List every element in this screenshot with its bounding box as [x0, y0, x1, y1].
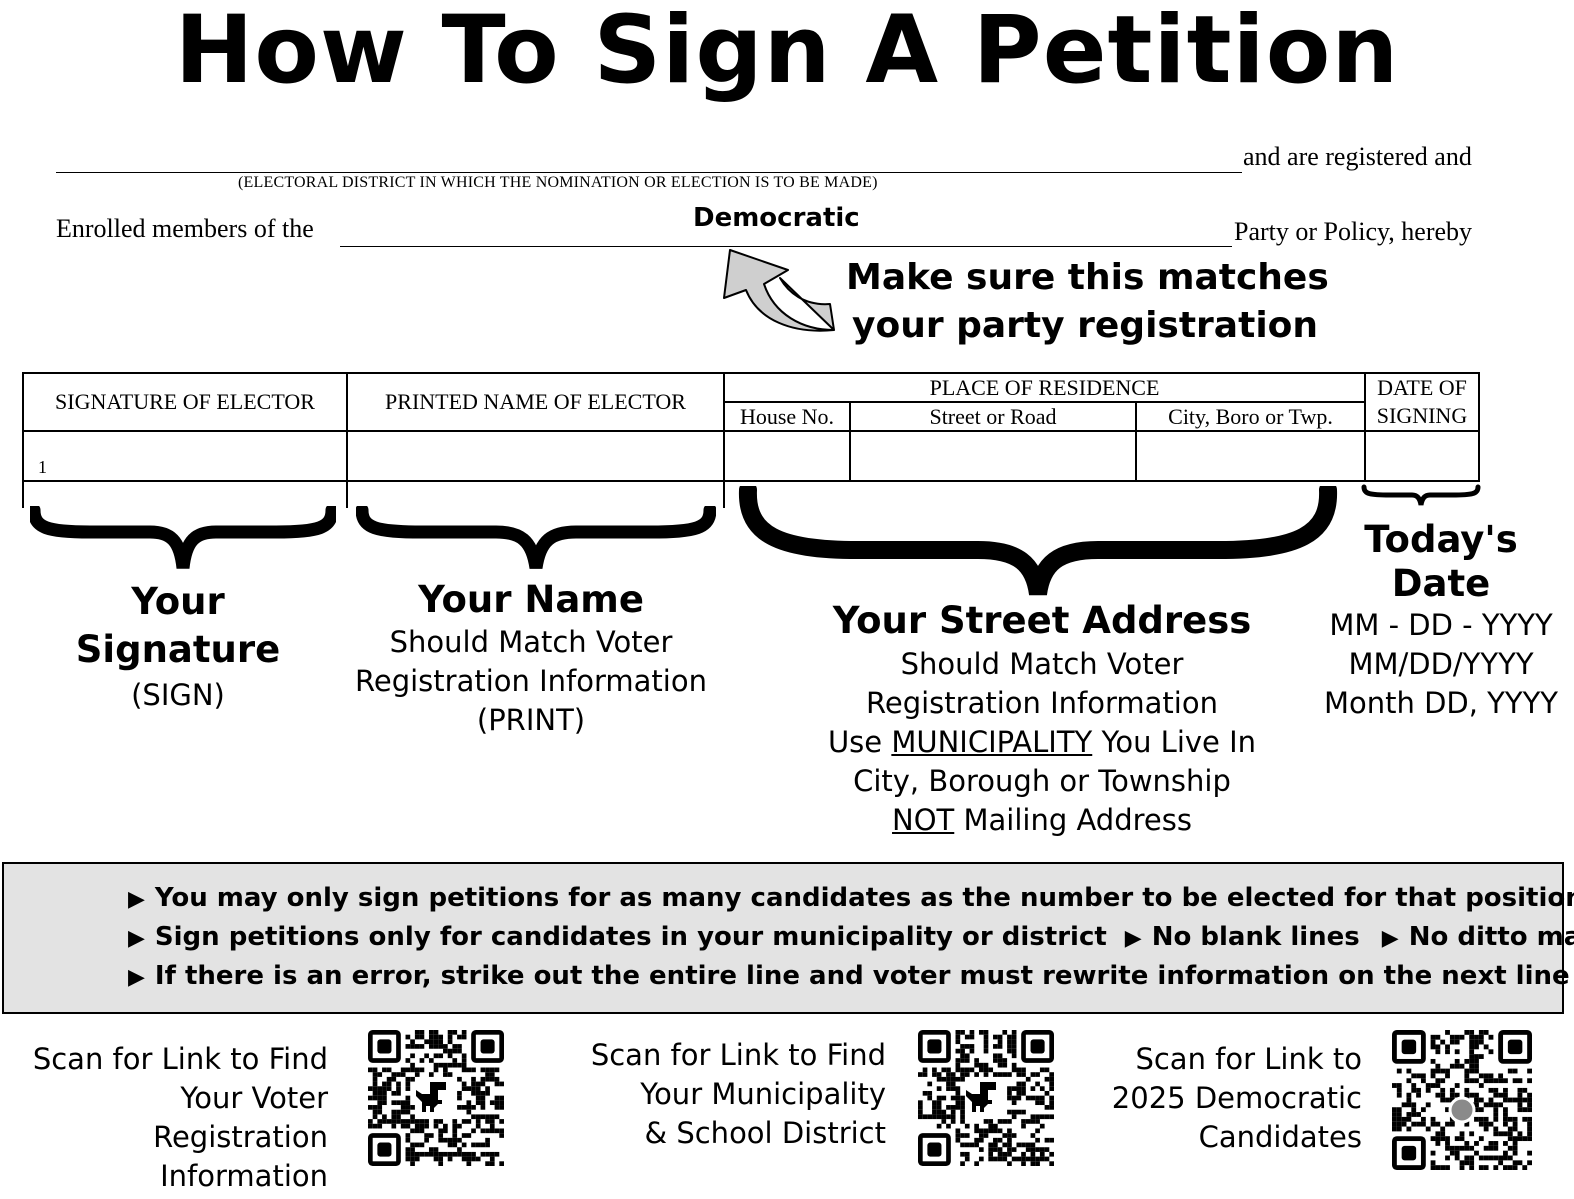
district-caption: (ELECTORAL DISTRICT IN WHICH THE NOMINAT…	[238, 174, 878, 191]
cell-printed-name[interactable]	[346, 430, 725, 482]
scan-candidates-text: Scan for Link to 2025 Democratic Candida…	[1080, 1040, 1362, 1157]
scan-voter-line1: Scan for Link to Find	[32, 1042, 328, 1076]
caption-date-fmt3: Month DD, YYYY	[1323, 686, 1559, 720]
scan-municipality-line2: Your Municipality	[640, 1077, 886, 1111]
scan-candidates-line3: Candidates	[1198, 1120, 1362, 1154]
brace-icon	[30, 506, 336, 569]
brace-icon	[738, 486, 1338, 596]
header-date-line1: DATE OF	[1377, 375, 1467, 400]
party-line	[340, 246, 1232, 247]
caption-date-fmt2: MM/DD/YYYY	[1348, 647, 1534, 681]
scan-voter-text: Scan for Link to Find Your Voter Registr…	[0, 1040, 328, 1196]
triangle-bullet-icon: ▶	[1381, 926, 1399, 951]
caption-address-head: Your Street Address	[832, 599, 1252, 642]
caption-address-live-in: You Live In	[1092, 725, 1257, 759]
caption-address-line1: Should Match Voter	[900, 647, 1184, 681]
rule-3: ▶ If there is an error, strike out the en…	[128, 960, 1570, 994]
triangle-bullet-icon: ▶	[128, 926, 145, 951]
caption-signature-head1: Your	[131, 580, 225, 623]
caption-address: Your Street Address Should Match Voter R…	[800, 597, 1284, 840]
arrow-icon	[723, 249, 835, 332]
caption-name-line2: Registration Information	[355, 664, 707, 698]
logo-icon	[1448, 1096, 1476, 1124]
caption-date-fmt1: MM - DD - YYYY	[1329, 608, 1553, 642]
qr-code-icon[interactable]	[368, 1030, 504, 1166]
rule-1: ▶ You may only sign petitions for as many…	[128, 882, 1574, 916]
rule-2b-text: No blank lines	[1151, 922, 1360, 952]
cell-street[interactable]	[849, 430, 1137, 482]
header-printed-name: PRINTED NAME OF ELECTOR	[346, 372, 725, 432]
header-signature: SIGNATURE OF ELECTOR	[22, 372, 348, 432]
registered-text: and are registered and	[1243, 142, 1472, 171]
row-tick-3	[723, 482, 725, 508]
caption-address-municipality: MUNICIPALITY	[891, 725, 1093, 759]
party-note-line2: your party registration	[852, 305, 1319, 346]
rule-2: ▶ Sign petitions only for candidates in y…	[128, 921, 1574, 955]
caption-date-head2: Date	[1391, 562, 1491, 605]
brace-icon	[1361, 484, 1481, 506]
petition-table: SIGNATURE OF ELECTOR PRINTED NAME OF ELE…	[22, 372, 1480, 482]
triangle-bullet-icon: ▶	[1124, 926, 1142, 951]
cell-house[interactable]	[723, 430, 851, 482]
party-value: Democratic	[693, 203, 860, 233]
scan-municipality-text: Scan for Link to Find Your Municipality …	[560, 1036, 886, 1153]
cell-date[interactable]	[1364, 430, 1480, 482]
dinosaur-icon	[416, 1082, 446, 1112]
qr-code-icon[interactable]	[1392, 1030, 1532, 1170]
header-date: DATE OF SIGNING	[1364, 372, 1480, 432]
caption-address-line2: Registration Information	[866, 686, 1218, 720]
caption-name: Your Name Should Match Voter Registratio…	[352, 577, 710, 740]
party-policy-text: Party or Policy, hereby	[1234, 217, 1473, 246]
row-tick-2	[346, 482, 348, 508]
scan-voter-line3: Information	[160, 1159, 328, 1193]
scan-municipality-line1: Scan for Link to Find	[590, 1038, 886, 1072]
caption-address-mailing: Mailing Address	[954, 803, 1192, 837]
rule-2-text: Sign petitions only for candidates in yo…	[154, 922, 1107, 952]
scan-candidates-line2: 2025 Democratic	[1111, 1081, 1362, 1115]
enrolled-text: Enrolled members of the	[56, 214, 314, 243]
rule-2c-text: No ditto marks	[1408, 922, 1574, 952]
page-title: How To Sign A Petition	[174, 0, 1400, 105]
caption-date: Today's Date MM - DD - YYYY MM/DD/YYYY M…	[1316, 518, 1566, 723]
caption-address-line3: Use MUNICIPALITY You Live In	[800, 723, 1284, 762]
triangle-bullet-icon: ▶	[128, 965, 145, 990]
caption-address-line4: City, Borough or Township	[853, 764, 1231, 798]
caption-name-line3: (PRINT)	[476, 703, 586, 737]
caption-address-use: Use	[827, 725, 892, 759]
rules-box: ▶ You may only sign petitions for as many…	[2, 862, 1574, 1014]
scan-voter-line2: Your Voter Registration	[153, 1081, 328, 1154]
qr-code-icon[interactable]	[918, 1030, 1054, 1166]
caption-signature-head2: Signature	[75, 628, 281, 671]
caption-signature: Your Signature (SIGN)	[28, 578, 328, 715]
header-street: Street or Road	[849, 401, 1137, 432]
row-tick-1	[22, 482, 24, 508]
rule-3-text: If there is an error, strike out the ent…	[154, 961, 1570, 991]
caption-address-not: NOT	[892, 803, 955, 837]
header-date-line2: SIGNING	[1376, 403, 1468, 428]
caption-signature-sub: (SIGN)	[131, 678, 225, 712]
dinosaur-icon	[966, 1082, 996, 1112]
brace-icon	[356, 506, 716, 570]
caption-name-head: Your Name	[418, 578, 644, 621]
caption-name-line1: Should Match Voter	[389, 625, 673, 659]
district-line	[56, 172, 1242, 173]
cell-city[interactable]	[1135, 430, 1366, 482]
party-note-line1: Make sure this matches	[846, 257, 1329, 298]
header-residence: PLACE OF RESIDENCE	[723, 372, 1366, 403]
rule-1-text: You may only sign petitions for as many …	[154, 883, 1574, 913]
scan-municipality-line3: & School District	[644, 1116, 887, 1150]
header-city: City, Boro or Twp.	[1135, 401, 1366, 432]
triangle-bullet-icon: ▶	[128, 887, 145, 912]
row-number: 1	[22, 430, 348, 482]
caption-date-head1: Today's	[1364, 518, 1518, 561]
scan-candidates-line1: Scan for Link to	[1135, 1042, 1362, 1076]
header-house: House No.	[723, 401, 851, 432]
caption-address-line5: NOT Mailing Address	[800, 801, 1284, 840]
